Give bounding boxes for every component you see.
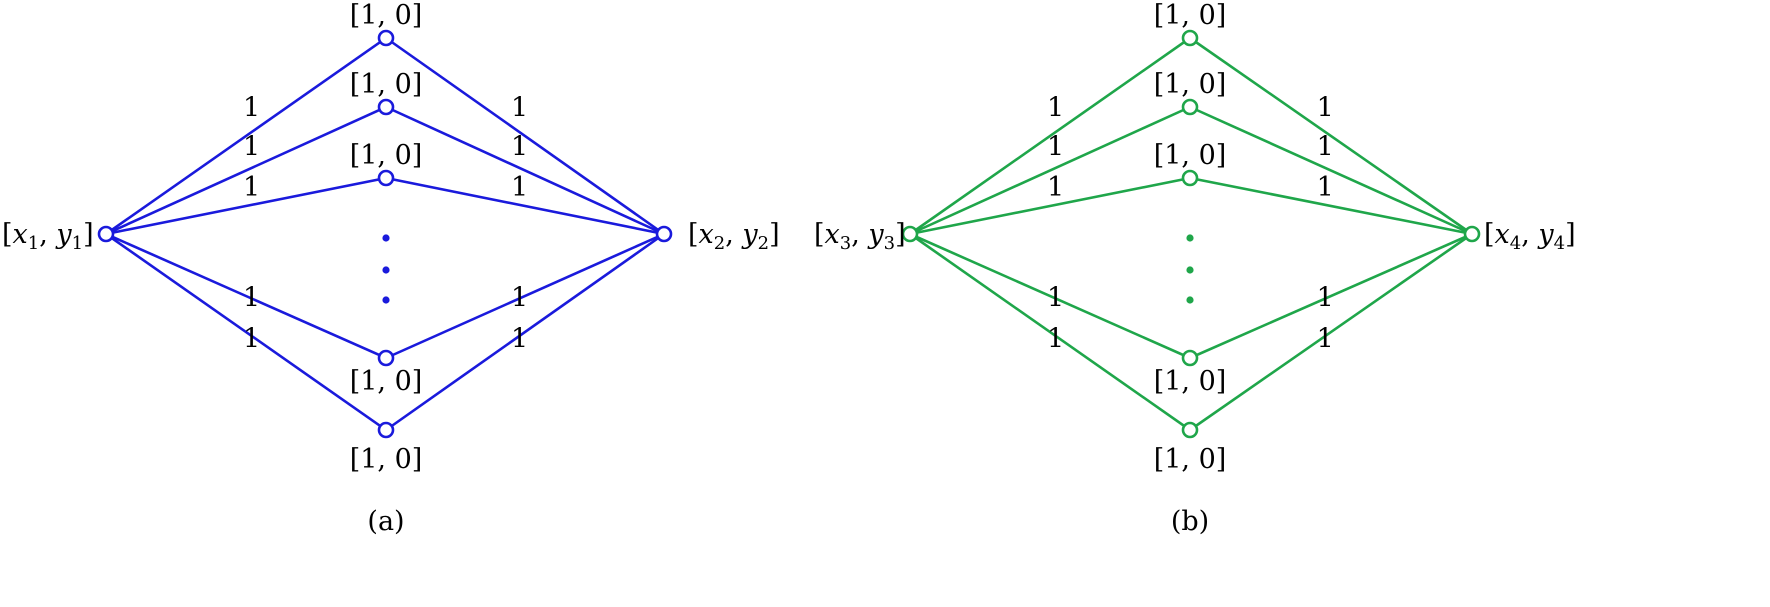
- ellipsis-dot-2: [382, 296, 390, 304]
- edge-weight-left-1: 1: [1047, 132, 1064, 163]
- middle-node-label-3: [1, 0]: [1154, 366, 1227, 397]
- middle-node-label-1: [1, 0]: [1154, 69, 1227, 100]
- middle-node-label-2: [1, 0]: [350, 140, 423, 171]
- middle-node-3: [377, 349, 395, 367]
- ellipsis-dot-2: [1186, 296, 1194, 304]
- edge-right-3: [1189, 232, 1473, 360]
- edge-weight-left-2: 1: [1047, 172, 1064, 203]
- middle-node-0: [1181, 29, 1199, 47]
- edge-right-2: [385, 176, 665, 236]
- edge-weight-left-3: 1: [1047, 283, 1064, 314]
- edge-weight-left-3: 1: [243, 283, 260, 314]
- left-node: [97, 225, 115, 243]
- ellipsis-dot-0: [1186, 234, 1194, 242]
- edge-weight-right-2: 1: [511, 172, 528, 203]
- edge-weight-right-2: 1: [1317, 172, 1334, 203]
- edge-left-1: [105, 105, 387, 236]
- middle-node-label-3: [1, 0]: [350, 366, 423, 397]
- ellipsis-dot-1: [1186, 266, 1194, 274]
- edge-left-0: [105, 36, 387, 236]
- figure-caption: (a): [367, 506, 404, 537]
- edge-weight-right-1: 1: [1317, 132, 1334, 163]
- middle-node-2: [377, 169, 395, 187]
- right-node-label: [x4, y4]: [1484, 219, 1576, 254]
- left-node-label: [x1, y1]: [2, 219, 94, 254]
- edge-weight-right-3: 1: [511, 283, 528, 314]
- middle-node-1: [377, 98, 395, 116]
- edge-weight-left-4: 1: [243, 324, 260, 355]
- figure-caption: (b): [1171, 506, 1209, 537]
- edge-weight-right-4: 1: [511, 324, 528, 355]
- figure-b: 1 1 1 1 1 1 1 1 1 1 [1, 0] [1, 0] [1, 0] [1, 0] [1, 0]…: [814, 0, 1576, 537]
- edge-right-4: [1189, 232, 1473, 432]
- edge-left-4: [105, 232, 387, 432]
- edge-weight-left-0: 1: [1047, 92, 1064, 123]
- edge-right-2: [1189, 176, 1473, 236]
- figure-a: 1 1 1 1 1 1 1 1 1 1 [1, 0] [1, 0] [1, 0] [1, 0] [1, 0]…: [2, 0, 780, 537]
- edge-left-2: [105, 176, 387, 236]
- middle-node-label-4: [1, 0]: [350, 444, 423, 475]
- ellipsis-dot-1: [382, 266, 390, 274]
- edge-weight-right-0: 1: [1317, 92, 1334, 123]
- middle-node-label-2: [1, 0]: [1154, 140, 1227, 171]
- middle-node-label-0: [1, 0]: [350, 0, 423, 31]
- edge-weight-left-4: 1: [1047, 324, 1064, 355]
- edge-left-0: [909, 36, 1191, 236]
- middle-node-label-4: [1, 0]: [1154, 444, 1227, 475]
- edge-left-4: [909, 232, 1191, 432]
- edge-right-4: [385, 232, 665, 432]
- middle-node-label-1: [1, 0]: [350, 69, 423, 100]
- middle-node-2: [1181, 169, 1199, 187]
- edge-right-1: [385, 105, 665, 236]
- left-node-label: [x3, y3]: [814, 219, 906, 254]
- edge-right-1: [1189, 105, 1473, 236]
- edge-right-0: [1189, 36, 1473, 236]
- ellipsis-dot-0: [382, 234, 390, 242]
- edge-left-3: [909, 232, 1191, 360]
- edge-weight-left-2: 1: [243, 172, 260, 203]
- edge-weight-left-1: 1: [243, 132, 260, 163]
- middle-node-0: [377, 29, 395, 47]
- right-node-label: [x2, y2]: [688, 219, 780, 254]
- right-node: [1463, 225, 1481, 243]
- edge-weight-right-0: 1: [511, 92, 528, 123]
- left-node: [901, 225, 919, 243]
- edge-left-1: [909, 105, 1191, 236]
- edge-right-3: [385, 232, 665, 360]
- middle-node-label-0: [1, 0]: [1154, 0, 1227, 31]
- edge-left-2: [909, 176, 1191, 236]
- edge-weight-left-0: 1: [243, 92, 260, 123]
- edge-weight-right-4: 1: [1317, 324, 1334, 355]
- middle-node-1: [1181, 98, 1199, 116]
- right-node: [655, 225, 673, 243]
- edge-weight-right-1: 1: [511, 132, 528, 163]
- edge-right-0: [385, 36, 665, 236]
- edge-left-3: [105, 232, 387, 360]
- middle-node-4: [1181, 421, 1199, 439]
- edge-weight-right-3: 1: [1317, 283, 1334, 314]
- middle-node-3: [1181, 349, 1199, 367]
- middle-node-4: [377, 421, 395, 439]
